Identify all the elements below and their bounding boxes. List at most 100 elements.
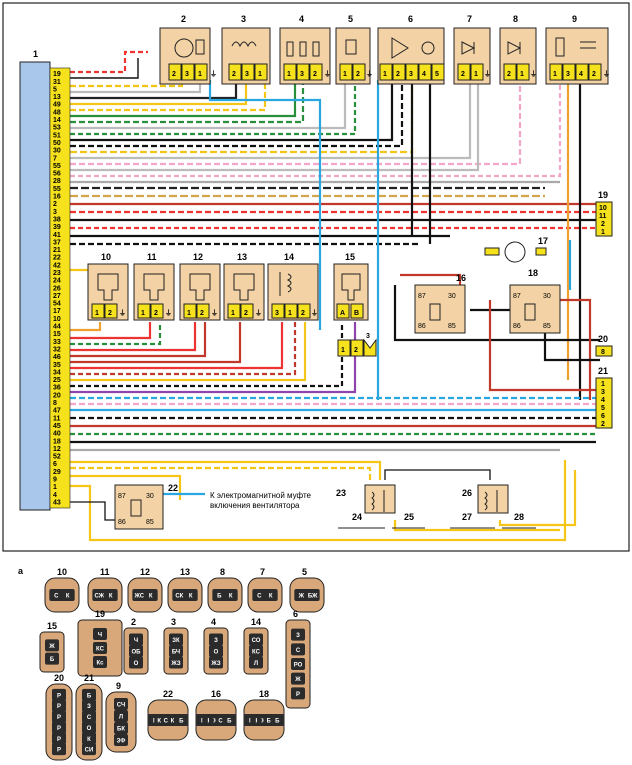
pin-label: 3 <box>566 71 570 78</box>
connector-view-body <box>39 631 65 673</box>
connector-view-label: 14 <box>251 617 261 627</box>
ecu-pin-label: 45 <box>53 423 61 430</box>
connector-pin-label: ЖЗ <box>210 661 220 667</box>
component-13: 13 1 2 ⏚ <box>223 252 265 321</box>
ecu-pin-label: 2 <box>53 201 57 208</box>
ecu-pin-label: 17 <box>53 308 61 315</box>
connector-pin <box>291 658 305 670</box>
ecu-pin-label: 33 <box>53 339 61 346</box>
connector-pin <box>52 710 66 723</box>
ecu-label: 1 <box>33 49 38 59</box>
pin-label: 8 <box>601 349 605 356</box>
relay-22: 87 30 86 85 22 <box>114 483 178 530</box>
connector-pin-label: Ч <box>134 638 138 644</box>
connector-pin-label: З <box>214 638 218 644</box>
component-12-label: 12 <box>193 252 203 262</box>
connector-pin <box>291 672 305 685</box>
ecu-pin-label: 14 <box>53 117 61 124</box>
top-components: 2 2 3 1 ⏚ 3 2 3 1 4 1 3 2 ⏚ <box>159 14 610 85</box>
ecu-pin-label: 47 <box>53 408 61 415</box>
ecu-pin-label: 8 <box>53 400 57 407</box>
connector-view-label: 19 <box>95 609 105 619</box>
connector-view-18: 18ГКЖБКБ <box>243 689 285 741</box>
connector-view-label: 12 <box>140 567 150 577</box>
connector-view-label: 7 <box>260 567 265 577</box>
pin-label: 1 <box>343 71 347 78</box>
connector-pin-label: Ж <box>294 677 301 683</box>
ecu-body <box>19 61 51 511</box>
ecu-pin-label: 21 <box>53 247 61 254</box>
terminal-27-label: 27 <box>462 512 472 522</box>
connector-view-label: 18 <box>259 689 269 699</box>
ecu-pin-label: 24 <box>53 278 61 285</box>
connector-pin <box>52 699 66 712</box>
pin-label: 2 <box>313 71 317 78</box>
fan-motor-17: 17 <box>484 236 548 263</box>
ecu-pin-label: 15 <box>53 331 61 338</box>
pin-label: A <box>340 310 345 317</box>
connector-pin-label: Р <box>57 737 61 743</box>
connector-pin <box>82 699 96 712</box>
connector-pin-label: Ж <box>298 594 305 600</box>
connector-pin-label: СО <box>252 638 261 644</box>
ecu-pin-label: 55 <box>53 186 61 193</box>
pin-label: 3 <box>245 71 249 78</box>
pin-label: 86 <box>513 323 521 330</box>
connector-pin-label: К <box>189 594 193 600</box>
connector-pin-label: Б <box>217 594 222 600</box>
ecu-pin-label: 34 <box>53 369 61 376</box>
connector-pin <box>143 589 158 601</box>
connector-pin-label: Р <box>57 693 61 699</box>
connector-pin-label: Ч <box>98 633 102 639</box>
connector-pin <box>93 656 107 668</box>
pin-label: 1 <box>520 71 524 78</box>
ecu-pin-label: 3 <box>53 209 57 216</box>
connector-pin-label: К <box>66 594 70 600</box>
pin-label: 2 <box>461 71 465 78</box>
ecu-pin-label: 13 <box>53 94 61 101</box>
ecu-pin-label: 40 <box>53 431 61 438</box>
ecu-pin-label: 30 <box>53 148 61 155</box>
pin-label: 4 <box>601 397 605 404</box>
connector-view-label: 5 <box>302 567 307 577</box>
component-5-label: 5 <box>348 14 353 24</box>
connector-view-label: 20 <box>54 673 64 683</box>
connector-view-label: 13 <box>180 567 190 577</box>
pin-label: 2 <box>354 347 358 354</box>
ecu-pin-label: 53 <box>53 125 61 132</box>
relay-26-label: 26 <box>462 488 472 498</box>
component-2: 2 2 3 1 ⏚ <box>159 14 217 85</box>
connector-pin <box>45 652 59 665</box>
connector-pin <box>52 721 66 734</box>
component-2-pins: 2 3 1 ⏚ <box>168 63 217 81</box>
pin-label: 3 <box>185 71 189 78</box>
connector-pin-label: К <box>269 594 273 600</box>
component-7-label: 7 <box>467 14 472 24</box>
terminal-25-label: 25 <box>404 512 414 522</box>
pin-label: 3 <box>601 389 605 396</box>
connector-pin-label: БК <box>117 727 125 733</box>
pin-label: 1 <box>187 310 191 317</box>
fan-clutch-text-line1: К электромагнитной муфте <box>210 491 312 500</box>
ecu-pin-label: 12 <box>53 446 61 453</box>
connector-pin <box>169 656 183 669</box>
connector-19-label: 19 <box>598 190 608 200</box>
component-9: 9 1 3 4 2 ⏚ <box>545 14 610 85</box>
connector-pin <box>291 687 305 700</box>
component-15-label: 15 <box>345 252 355 262</box>
ecu-pin-label: 1 <box>53 484 57 491</box>
pin-label: 85 <box>543 323 551 330</box>
connector-21-label: 21 <box>598 366 608 376</box>
ground-icon: ⏚ <box>484 70 491 78</box>
connector-pin-label: СЖ <box>94 594 104 600</box>
connector-view-label: 8 <box>220 567 225 577</box>
pin-label: 2 <box>601 421 605 428</box>
ecu-pin-label: 25 <box>53 377 61 384</box>
ecu-pin-label: 18 <box>53 438 61 445</box>
component-3: 3 2 3 1 <box>221 14 271 85</box>
connector-pin-label: ЖЗ <box>170 661 180 667</box>
